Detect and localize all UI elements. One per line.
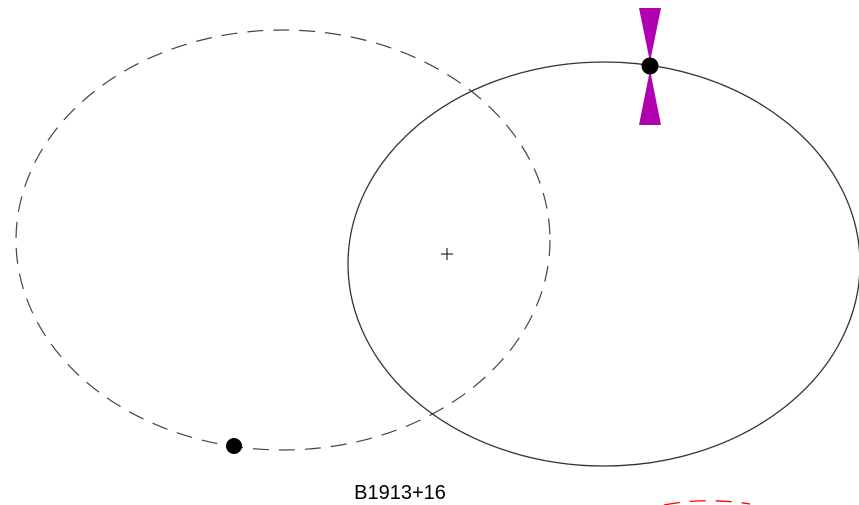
pulsar-star	[641, 57, 659, 75]
companion-star	[226, 438, 242, 454]
companion-orbit	[15, 29, 551, 451]
pulsar-orbit	[347, 61, 859, 467]
center-of-mass-marker	[441, 248, 453, 260]
bowtie-beam-icon	[639, 8, 661, 125]
system-name-label: B1913+16	[354, 482, 446, 504]
partial-orbit-arc	[663, 500, 751, 505]
